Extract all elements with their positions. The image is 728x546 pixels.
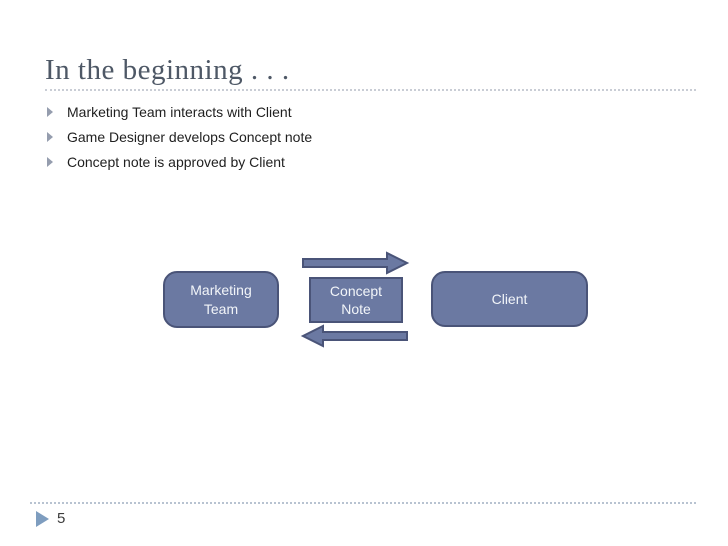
page-number: 5 — [57, 510, 66, 527]
bullet-item: Concept note is approved by Client — [45, 151, 312, 176]
right-arrow-icon — [302, 251, 410, 275]
marketing-team-box: Marketing Team — [163, 271, 279, 328]
bullet-list: Marketing Team interacts with Client Gam… — [45, 101, 312, 176]
bullet-item: Marketing Team interacts with Client — [45, 101, 312, 126]
bullet-text: Game Designer develops Concept note — [67, 129, 313, 145]
bullet-triangle-icon — [47, 107, 53, 117]
left-arrow-icon — [300, 324, 408, 348]
bullet-triangle-icon — [47, 132, 53, 142]
bullet-text: Marketing Team interacts with Client — [67, 104, 292, 120]
client-box: Client — [431, 271, 588, 327]
bullet-item: Game Designer develops Concept note — [45, 126, 312, 151]
footer-triangle-icon — [36, 511, 49, 527]
bullet-triangle-icon — [47, 157, 53, 167]
bullet-text: Concept note is approved by Client — [67, 154, 285, 170]
title-divider — [45, 89, 696, 91]
footer-divider — [30, 502, 696, 504]
concept-note-box: Concept Note — [309, 277, 403, 323]
slide-title: In the beginning . . . — [45, 54, 290, 86]
